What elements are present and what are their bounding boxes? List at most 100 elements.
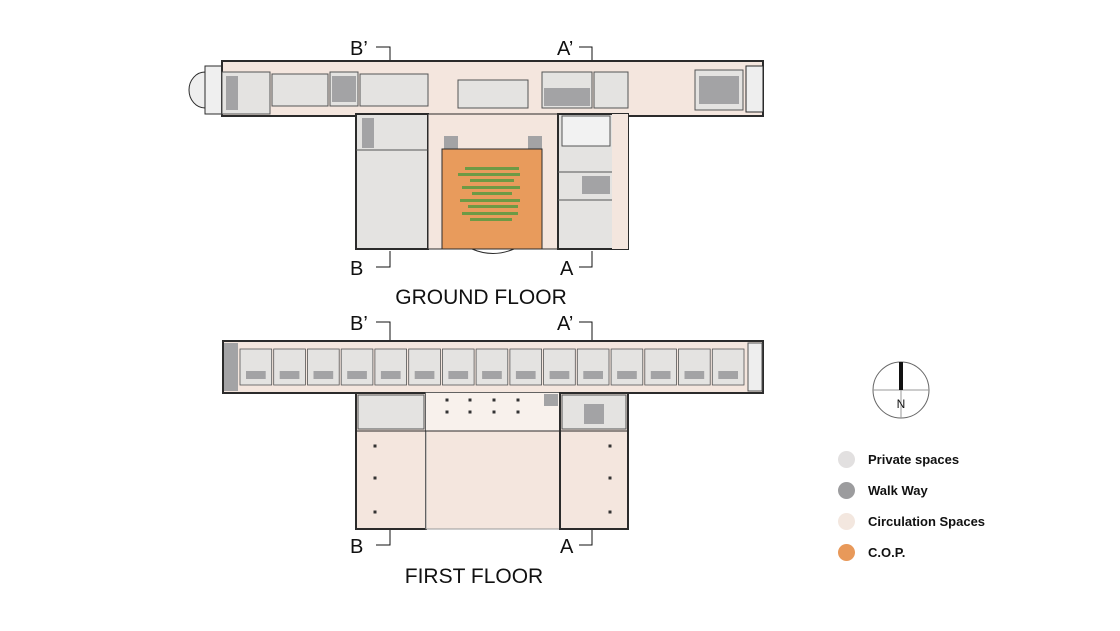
ff-room-walkway [482,371,502,379]
ff-room [509,348,542,386]
ff-column [492,398,496,402]
ff-stair-west [224,343,238,391]
ff-column [445,398,449,402]
ff-room [576,348,610,386]
ff-column [516,410,520,414]
ff-column [445,410,449,414]
ff-section-lines [376,321,593,546]
legend-label-circulation: Circulation Spaces [868,514,986,529]
ff-room-walkway [583,371,603,379]
ff-column [468,410,472,414]
gf-room [271,73,329,107]
ff-room [475,348,509,386]
ff-room-walkway [414,371,435,379]
ff-room-walkway [380,371,401,379]
ff-stair-east [747,342,763,392]
ff-room-walkway [684,371,705,379]
entrance-porch-block [204,65,223,115]
ff-room-walkway [279,371,300,379]
legend-label-walkway: Walk Way [868,483,928,498]
gf-walkway-block [582,176,610,194]
ff-room [273,348,306,386]
gf-east-corridor [612,114,628,249]
legend: Private spaces Walk Way Circulation Spac… [838,444,1038,568]
ff-west-core [357,394,425,430]
ff-room-walkway [246,371,266,379]
gf-stair [745,65,764,113]
gf-section-a-top: A’ [557,38,573,60]
ff-column [608,444,612,448]
ff-column-grid [373,398,612,514]
ff-room-walkway [448,371,469,379]
gf-room [457,79,529,109]
gf-cop-planting [458,167,520,221]
gf-section-lines [376,46,593,268]
gf-section-a-bottom: A [560,258,574,280]
legend-item-cop: C.O.P. [838,537,1038,568]
ff-column [373,444,377,448]
ff-room-walkway [718,371,738,379]
legend-swatch-walkway [838,482,855,499]
ground-floor-title: GROUND FLOOR [395,286,567,309]
ground-floor-plan [188,60,764,254]
ff-column [492,410,496,414]
ff-column [516,398,520,402]
ff-section-a-bottom: A [560,536,574,558]
gf-walkway-block [444,136,458,150]
ff-column [608,476,612,480]
ff-walkway-block [544,394,558,406]
legend-label-private: Private spaces [868,452,960,467]
first-floor-plan [222,340,764,530]
ff-room-walkway [347,371,367,379]
legend-label-cop: C.O.P. [868,545,906,560]
gf-walkway-block [544,88,590,106]
ff-room [644,348,677,386]
ff-column [608,510,612,514]
ff-room [239,348,273,386]
gf-walkway-block [528,136,542,150]
ff-room [678,348,711,386]
gf-room [593,71,629,109]
ff-room-walkway [313,371,334,379]
gf-section-b-top: B’ [350,38,368,60]
gf-cop-entry [471,248,515,254]
ff-column [373,476,377,480]
ff-room [610,348,644,386]
first-floor-title: FIRST FLOOR [405,565,543,588]
ff-room [340,348,374,386]
ff-room-walkway [515,371,536,379]
north-arrow: N [872,361,930,419]
entrance-porch [188,71,206,109]
gf-room [359,73,429,107]
ff-room-walkway [549,371,570,379]
ff-room [374,348,407,386]
ff-section-a-top: A’ [557,313,573,335]
legend-item-circulation: Circulation Spaces [838,506,1038,537]
north-label: N [897,397,906,411]
legend-swatch-cop [838,544,855,561]
legend-swatch-circulation [838,513,855,530]
ff-room-walkway [650,371,671,379]
legend-item-private: Private spaces [838,444,1038,475]
ff-section-b-top: B’ [350,313,368,335]
gf-walkway-block [226,76,238,110]
ff-room-row [239,348,745,386]
gf-stair [561,115,611,147]
ff-room [711,348,745,386]
legend-item-walkway: Walk Way [838,475,1038,506]
ff-room [441,348,475,386]
gf-walkway-block [332,76,356,102]
legend-swatch-private [838,451,855,468]
ff-room [307,348,340,386]
gf-walkway-block [362,118,374,148]
ff-column [373,510,377,514]
north-needle [899,362,903,390]
ff-walkway-block [584,404,604,424]
ff-room-walkway [617,371,637,379]
ff-room [408,348,441,386]
gf-walkway-block [699,76,739,104]
gf-section-b-bottom: B [350,258,363,280]
ff-room [543,348,576,386]
ff-section-b-bottom: B [350,536,363,558]
